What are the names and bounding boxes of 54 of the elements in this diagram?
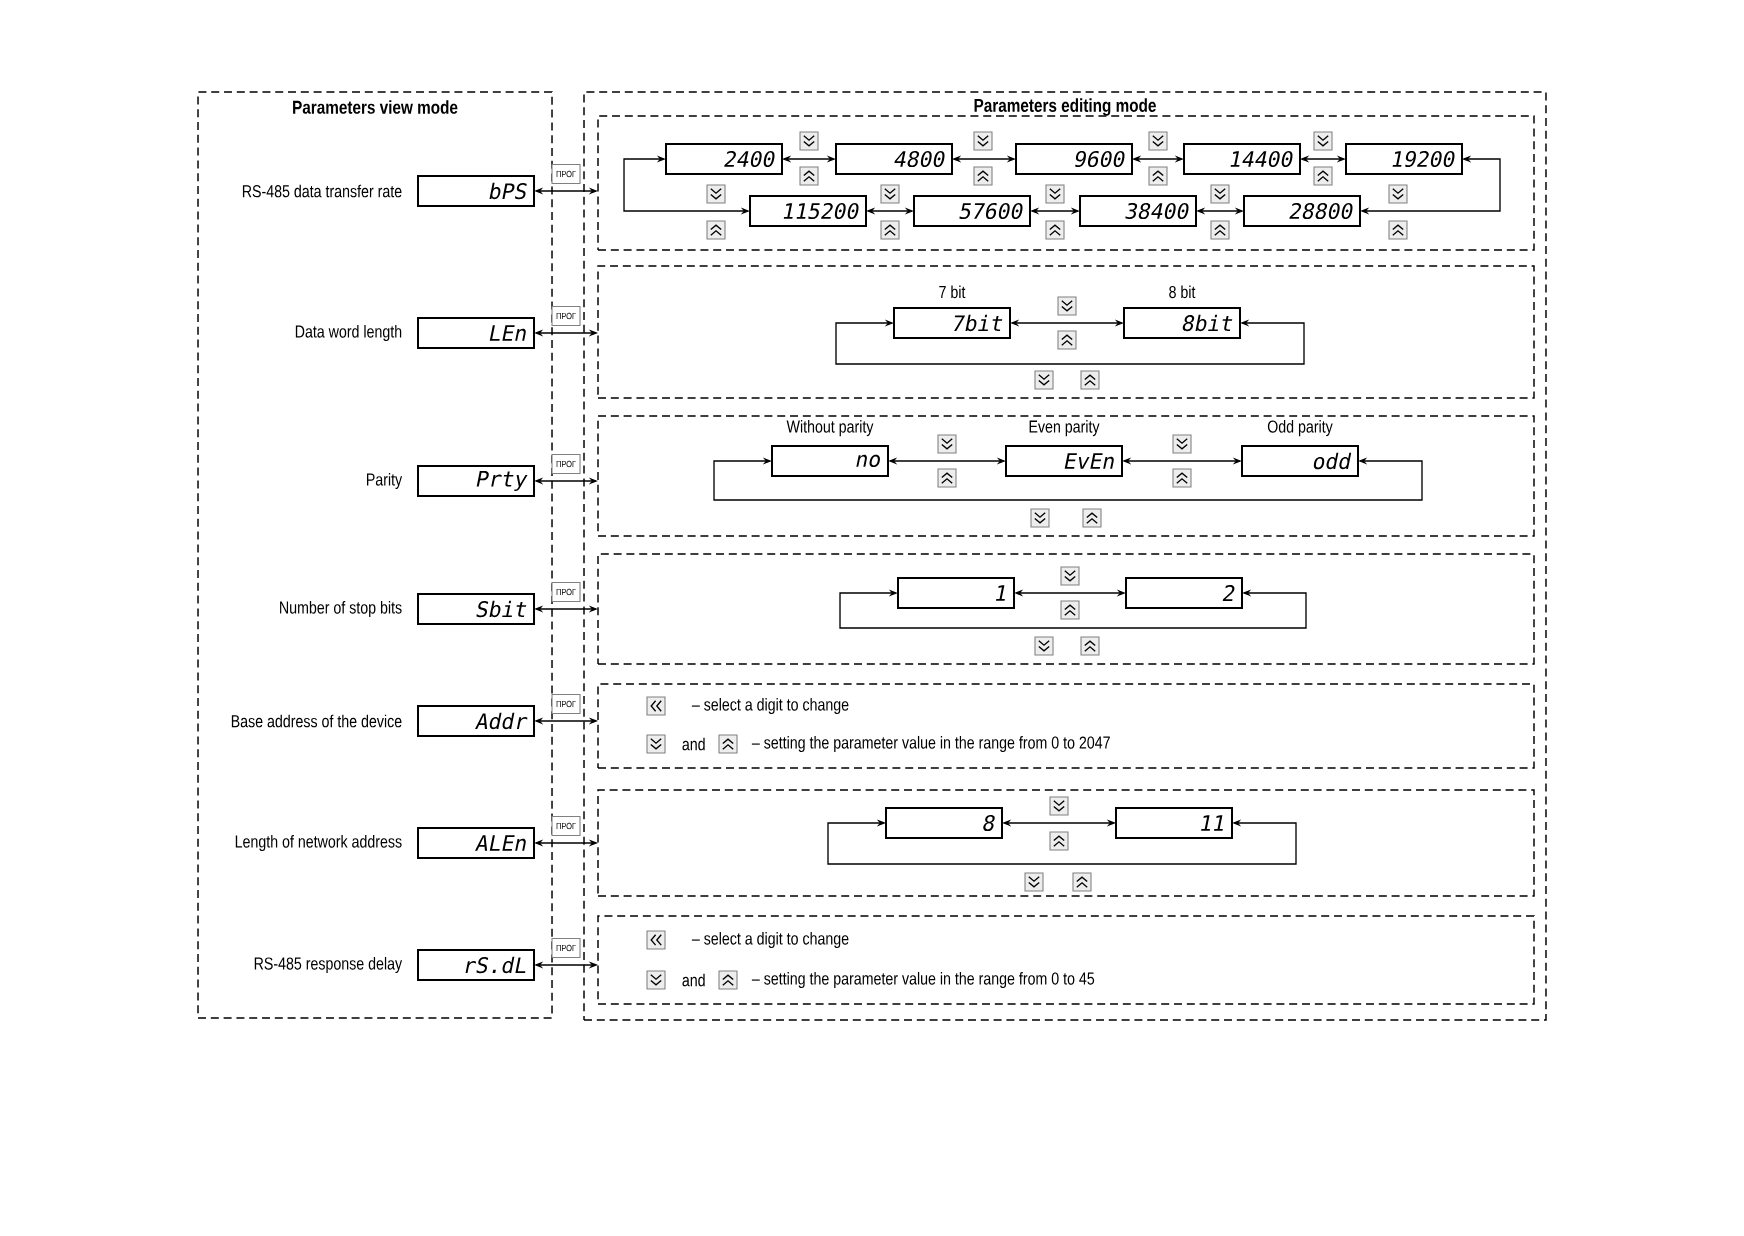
value-caption: Even parity bbox=[1029, 420, 1100, 437]
value-caption: 7 bit bbox=[939, 285, 966, 299]
value-caption: Without parity bbox=[786, 420, 874, 437]
display-box: rS.dL bbox=[417, 949, 535, 981]
display-box: no bbox=[771, 445, 889, 477]
display-box: 9600 bbox=[1015, 143, 1133, 175]
display-box: LEn bbox=[417, 317, 535, 349]
display-box: odd bbox=[1241, 445, 1359, 477]
display-box: 8bit bbox=[1123, 307, 1241, 339]
loop-arrow bbox=[713, 457, 1423, 501]
display-box: bPS bbox=[417, 175, 535, 207]
display-box: Prty bbox=[417, 465, 535, 497]
value-caption: Odd parity bbox=[1267, 420, 1333, 437]
display-box: 4800 bbox=[835, 143, 953, 175]
display-box: 11 bbox=[1115, 807, 1233, 839]
dashed-panel bbox=[597, 553, 1535, 665]
display-box: 28800 bbox=[1243, 195, 1361, 227]
display-box: 1 bbox=[897, 577, 1015, 609]
display-box: 7bit bbox=[893, 307, 1011, 339]
instruction-text: – select a digit to change bbox=[691, 697, 849, 715]
dashed-panel bbox=[597, 415, 1535, 537]
display-box: EvEn bbox=[1005, 445, 1123, 477]
instruction-text: – setting the parameter value in the range from 0 to 45 bbox=[751, 971, 1095, 989]
display-box: 115200 bbox=[749, 195, 867, 227]
parameter-label: Base address of the device bbox=[231, 714, 402, 728]
instruction-text: – select a digit to change bbox=[691, 931, 849, 949]
parameter-label: Parity bbox=[367, 472, 403, 490]
dashed-panel bbox=[597, 265, 1535, 399]
loop-arrow bbox=[827, 819, 1297, 865]
display-box: 8 bbox=[885, 807, 1003, 839]
display-box: Addr bbox=[417, 705, 535, 737]
loop-arrow bbox=[839, 589, 1307, 629]
display-box: 14400 bbox=[1183, 143, 1301, 175]
parameter-label: RS-485 data transfer rate bbox=[242, 184, 402, 198]
instruction-text: and bbox=[682, 737, 705, 751]
parameter-label: Length of network address bbox=[235, 834, 402, 852]
display-box: 2400 bbox=[665, 143, 783, 175]
display-box: 38400 bbox=[1079, 195, 1197, 227]
loop-arrow bbox=[835, 319, 1305, 365]
dashed-panel bbox=[597, 115, 1535, 251]
value-caption: 8 bit bbox=[1169, 285, 1196, 299]
instruction-text: and bbox=[682, 973, 705, 987]
instruction-text: – setting the parameter value in the range from 0 to 2047 bbox=[751, 735, 1110, 753]
display-box: 57600 bbox=[913, 195, 1031, 227]
parameter-label: Data word length bbox=[295, 324, 402, 342]
panel-heading: Parameters view mode bbox=[293, 100, 458, 114]
display-box: Sbit bbox=[417, 593, 535, 625]
display-box: ALEn bbox=[417, 827, 535, 859]
parameter-label: Number of stop bits bbox=[280, 600, 402, 618]
display-box: 19200 bbox=[1345, 143, 1463, 175]
parameter-label: RS-485 response delay bbox=[254, 956, 403, 974]
dashed-panel bbox=[597, 789, 1535, 897]
panel-heading: Parameters editing mode bbox=[974, 98, 1156, 116]
display-box: 2 bbox=[1125, 577, 1243, 609]
